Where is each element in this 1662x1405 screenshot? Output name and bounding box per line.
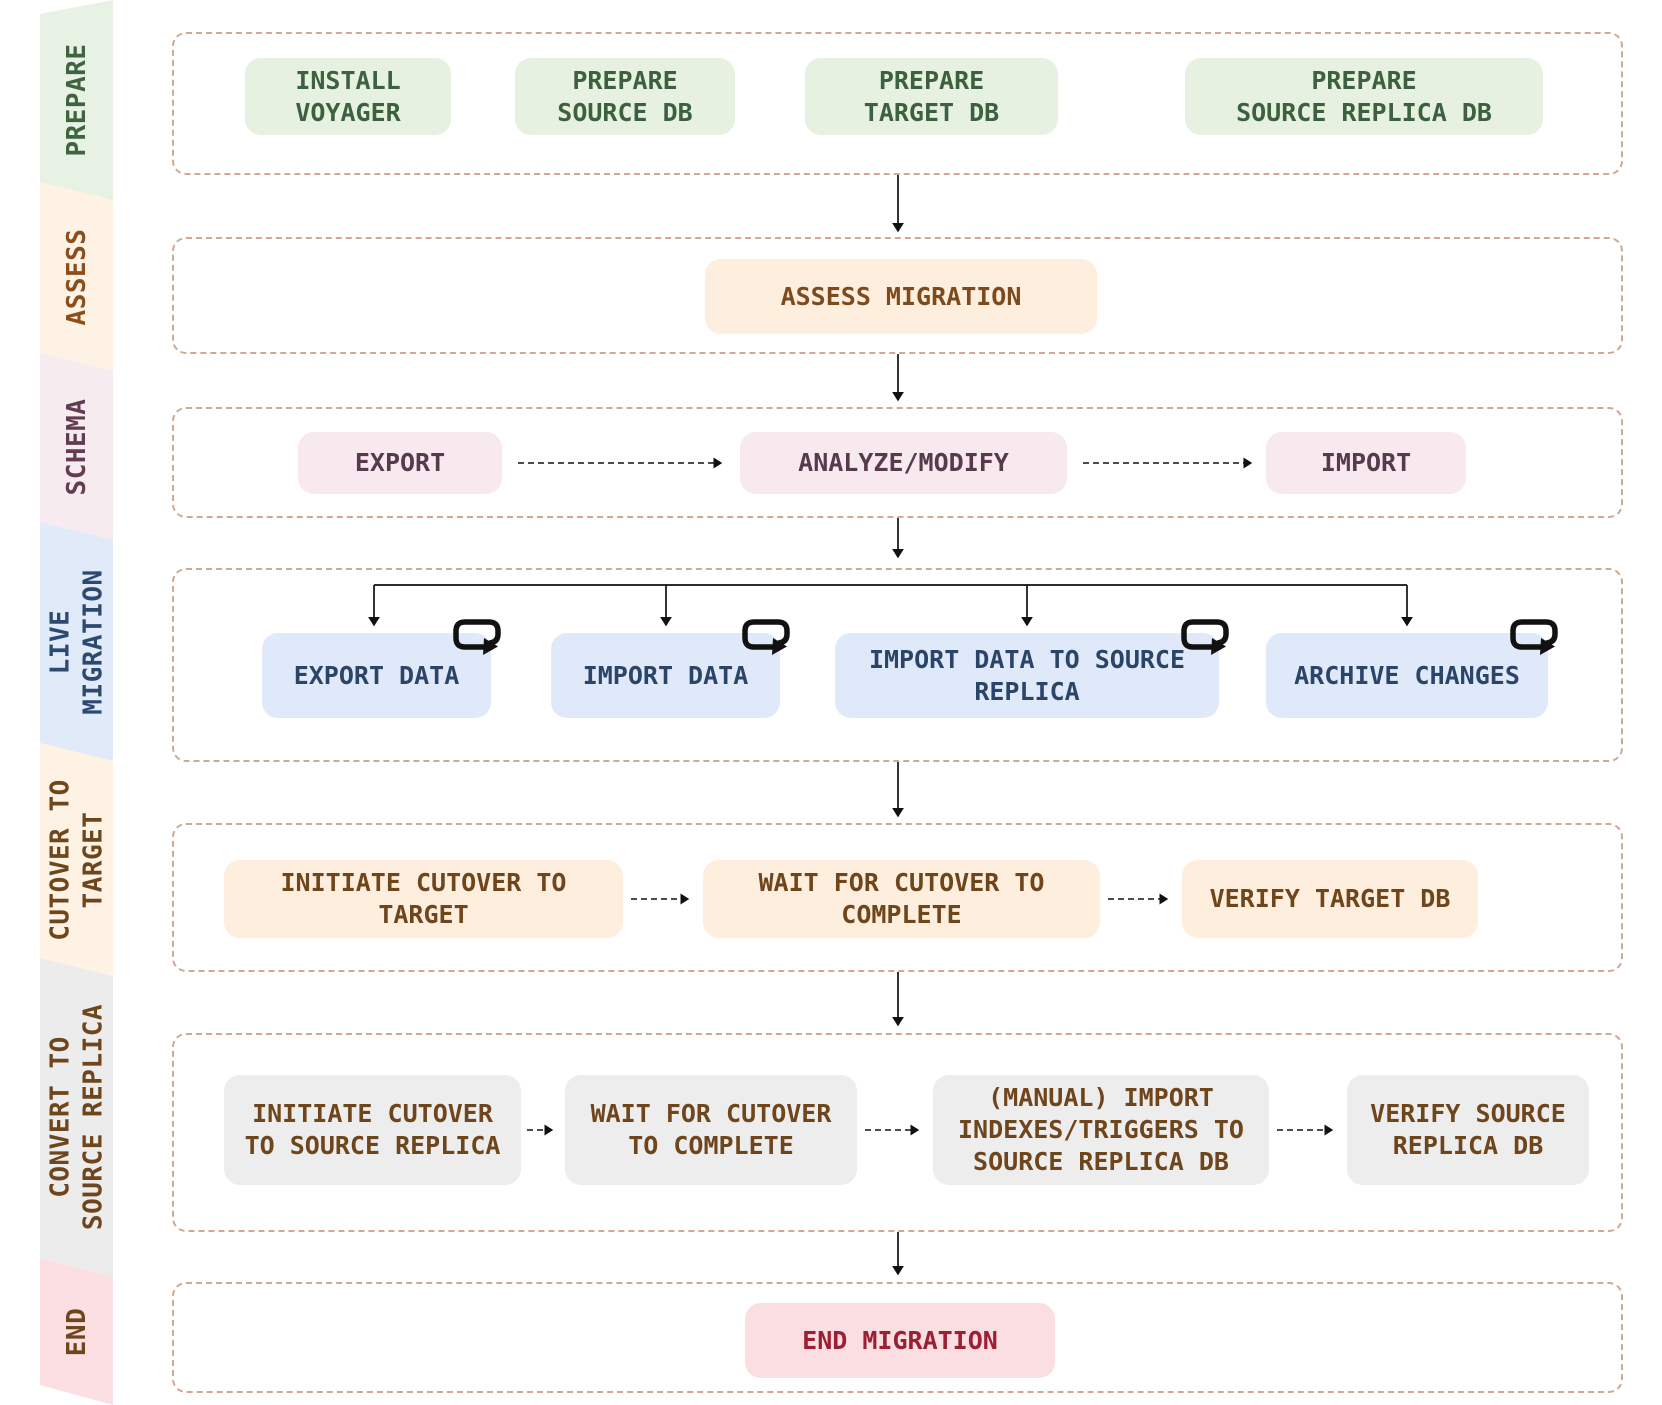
repeat-loop-icon (453, 619, 501, 655)
node-wait-for-cutover-to-complete-replica: WAIT FOR CUTOVER TO COMPLETE (565, 1075, 857, 1185)
node-prepare-source-replica-db: PREPARE SOURCE REPLICA DB (1185, 58, 1543, 135)
node-assess-migration: ASSESS MIGRATION (705, 259, 1097, 334)
sidebar-phase-cutover-to-target: CUTOVER TO TARGET (40, 743, 113, 976)
phase-row-end (172, 1282, 1623, 1393)
node-manual-import-indexes-triggers: (MANUAL) IMPORT INDEXES/TRIGGERS TO SOUR… (933, 1075, 1269, 1185)
node-import-data-to-source-replica: IMPORT DATA TO SOURCE REPLICA (835, 633, 1219, 718)
phase-row-convert-to-source-replica (172, 1033, 1623, 1232)
repeat-loop-icon (742, 619, 790, 655)
sidebar-phase-prepare: PREPARE (40, 0, 113, 200)
node-install-voyager: INSTALL VOYAGER (245, 58, 451, 135)
node-analyze-modify-schema: ANALYZE/MODIFY (740, 432, 1067, 494)
node-import-schema: IMPORT (1266, 432, 1466, 494)
node-prepare-source-db: PREPARE SOURCE DB (515, 58, 735, 135)
sidebar-phase-label: CUTOVER TO TARGET (45, 778, 108, 941)
sidebar-phase-end: END (40, 1258, 113, 1405)
sidebar-phase-label: CONVERT TO SOURCE REPLICA (45, 1003, 108, 1231)
repeat-loop-icon (1510, 619, 1558, 655)
node-wait-for-cutover-to-complete-target: WAIT FOR CUTOVER TO COMPLETE (703, 860, 1100, 938)
sidebar-phase-convert-to-source-replica: CONVERT TO SOURCE REPLICA (40, 958, 113, 1276)
phase-row-prepare (172, 32, 1623, 175)
phase-row-cutover-to-target (172, 823, 1623, 972)
node-verify-source-replica-db: VERIFY SOURCE REPLICA DB (1347, 1075, 1589, 1185)
node-verify-target-db: VERIFY TARGET DB (1182, 860, 1478, 938)
node-end-migration: END MIGRATION (745, 1303, 1055, 1378)
repeat-loop-icon (1181, 619, 1229, 655)
node-import-data: IMPORT DATA (551, 633, 780, 718)
sidebar-phase-label: LIVE MIGRATION (45, 568, 108, 715)
node-archive-changes: ARCHIVE CHANGES (1266, 633, 1548, 718)
sidebar-phase-label: ASSESS (61, 228, 92, 325)
sidebar-phase-assess: ASSESS (40, 182, 113, 371)
node-initiate-cutover-to-target: INITIATE CUTOVER TO TARGET (224, 860, 623, 938)
sidebar-phase-label: SCHEMA (61, 398, 92, 495)
node-export-data: EXPORT DATA (262, 633, 491, 718)
phase-row-assess (172, 237, 1623, 354)
node-export-schema: EXPORT (298, 432, 502, 494)
node-initiate-cutover-to-source-replica: INITIATE CUTOVER TO SOURCE REPLICA (224, 1075, 521, 1185)
sidebar-phase-label: END (61, 1307, 92, 1356)
sidebar-phase-schema: SCHEMA (40, 353, 113, 540)
sidebar-phase-label: PREPARE (61, 43, 92, 157)
node-prepare-target-db: PREPARE TARGET DB (805, 58, 1058, 135)
phase-sidebar: PREPARE ASSESS SCHEMA LIVE MIGRATION CUT… (40, 0, 113, 1405)
dashed-step-arrows (518, 457, 1334, 1136)
phase-row-schema (172, 407, 1623, 518)
sidebar-phase-live-migration: LIVE MIGRATION (40, 522, 113, 761)
phase-row-live-migration (172, 568, 1623, 762)
